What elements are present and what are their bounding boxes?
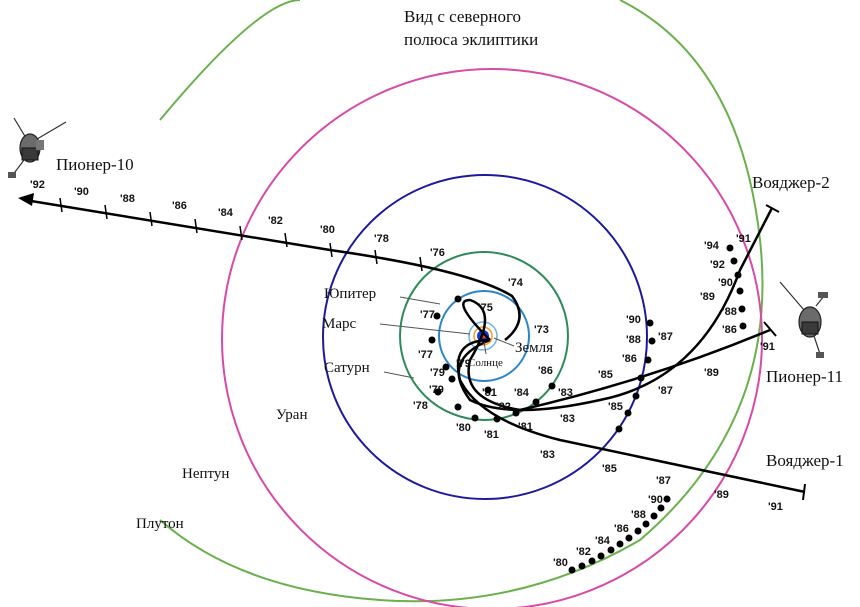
year-75: '75 (478, 302, 493, 314)
p10-year-86: '86 (172, 200, 187, 212)
saturn-leader (383, 371, 415, 379)
earth-leader (493, 337, 515, 347)
pioneer10-spacecraft-icon (8, 117, 67, 178)
year-83a: '83 (558, 387, 573, 399)
pioneer11-spacecraft-icon (779, 281, 828, 358)
label-pluto: Плутон (136, 516, 184, 532)
pioneer10-arrow (18, 193, 34, 206)
year-81b: '81 (484, 429, 499, 441)
p10-year-90: '90 (74, 186, 89, 198)
year-86a: '86 (538, 365, 553, 377)
uranus-orbit (322, 174, 648, 500)
jupiter-orbit (438, 290, 530, 382)
year-87a: '87 (658, 331, 673, 343)
year-86-uranus: '86 (622, 353, 637, 365)
p10-year-78: '78 (374, 233, 389, 245)
year-86-pluto: '86 (614, 523, 629, 535)
label-pioneer10: Пионер-10 (56, 155, 134, 174)
p10-year-92: '92 (30, 179, 45, 191)
voyager2-end-tick (765, 204, 780, 213)
p10-year-82: '82 (268, 215, 283, 227)
label-voyager1: Вояджер-1 (766, 451, 844, 470)
voyager2-trajectory (457, 207, 774, 412)
saturn-orbit (399, 251, 569, 421)
year-84-pluto: '84 (595, 535, 611, 547)
year-78: '78 (413, 400, 428, 412)
label-earth: Земля (515, 340, 553, 356)
p10-year-84: '84 (218, 207, 234, 219)
title-line-1: Вид с северного (404, 7, 521, 26)
year-82-pluto: '82 (576, 546, 591, 558)
year-91a: '91 (760, 341, 775, 353)
year-83c: '83 (540, 449, 555, 461)
label-neptune: Нептун (182, 466, 229, 482)
year-82: '82 (496, 401, 511, 413)
year-90-nep: '90 (718, 277, 733, 289)
year-81c: '81 (518, 421, 533, 433)
jupiter-leader (399, 296, 441, 305)
year-80: '80 (456, 422, 471, 434)
year-89b: '89 (700, 291, 715, 303)
year-79b: '79 (430, 367, 445, 379)
year-79a: '79 (456, 358, 471, 370)
pioneer11-end-tick (763, 321, 777, 337)
label-saturn: Сатурн (324, 360, 370, 376)
year-89a: '89 (704, 367, 719, 379)
pioneer10-ticks (59, 197, 423, 272)
neptune-orbit (221, 68, 763, 607)
year-92: '92 (710, 259, 725, 271)
planet-position-dots (428, 244, 747, 574)
year-87b: '87 (658, 385, 673, 397)
year-85c: '85 (602, 463, 617, 475)
p10-year-73: '73 (534, 324, 549, 336)
year-88-uranus: '88 (626, 334, 641, 346)
earth-orbit (473, 326, 493, 346)
mars-orbit (468, 321, 498, 351)
year-84a: '84 (514, 387, 530, 399)
year-88-nep: '88 (722, 306, 737, 318)
year-85b: '85 (608, 401, 623, 413)
year-83b: '83 (560, 413, 575, 425)
label-uranus: Уран (276, 407, 308, 423)
year-88-pluto: '88 (631, 509, 646, 521)
label-mars: Марс (322, 316, 356, 332)
p10-year-74: '74 (508, 277, 524, 289)
year-80-pluto: '80 (553, 557, 568, 569)
sun-leader (483, 341, 487, 355)
label-pioneer11: Пионер-11 (766, 367, 843, 386)
p10-year-80: '80 (320, 224, 335, 236)
year-77b: '77 (418, 349, 433, 361)
pioneer11-trajectory (462, 298, 771, 412)
year-91c: '91 (768, 501, 783, 513)
pluto-orbit (159, 0, 764, 603)
year-94: '94 (704, 240, 720, 252)
year-77a: '77 (420, 309, 435, 321)
mars-leader (379, 323, 471, 335)
year-86-nep: '86 (722, 324, 737, 336)
year-85a: '85 (598, 369, 613, 381)
label-sun: Солнце (468, 357, 503, 369)
year-89c: '89 (714, 489, 729, 501)
year-90-uranus: '90 (626, 314, 641, 326)
voyager1-trajectory (456, 338, 806, 494)
year-90-pluto: '90 (648, 494, 663, 506)
p10-year-76: '76 (430, 247, 445, 259)
label-voyager2: Вояджер-2 (752, 173, 830, 192)
voyager1-end-tick (802, 483, 806, 501)
p10-year-88: '88 (120, 193, 135, 205)
year-87c: '87 (656, 475, 671, 487)
label-jupiter: Юпитер (324, 286, 376, 302)
year-91b: '91 (736, 233, 751, 245)
title-line-2: полюса эклиптики (404, 30, 538, 49)
